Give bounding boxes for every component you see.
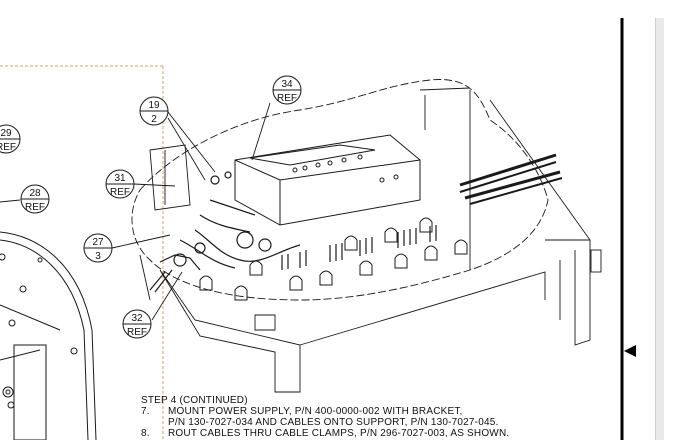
output-cables — [459, 153, 563, 205]
instruction-text: MOUNT POWER SUPPLY, P/N 400-0000-002 WIT… — [168, 406, 463, 417]
instruction-line-7: 7. MOUNT POWER SUPPLY, P/N 400-0000-002 W… — [141, 406, 463, 417]
instruction-text: ROUT CABLES THRU CABLE CLAMPS, P/N 296-7… — [168, 428, 510, 439]
balloon-19-num: 19 — [148, 100, 160, 111]
balloon-29-sub: REF — [0, 142, 16, 153]
instruction-text: P/N 130-7027-034 AND CABLES ONTO SUPPORT… — [168, 417, 499, 428]
balloon-31-num: 31 — [114, 173, 126, 184]
balloon-34-num: 34 — [281, 79, 293, 90]
balloon-28-num: 28 — [29, 188, 41, 199]
triangle-left-icon — [624, 345, 636, 357]
instruction-line-7b: P/N 130-7027-034 AND CABLES ONTO SUPPORT… — [141, 417, 498, 428]
instruction-number: 8. — [141, 428, 150, 439]
balloon-27 — [83, 233, 113, 263]
balloon-28-sub: REF — [25, 202, 45, 213]
balloon-27-num: 27 — [92, 237, 104, 248]
balloon-19-sub: 2 — [151, 114, 157, 125]
balloon-28 — [20, 184, 50, 214]
balloon-31-sub: REF — [110, 187, 130, 198]
balloon-32-num: 32 — [131, 313, 143, 324]
balloon-27-sub: 3 — [95, 251, 101, 262]
balloon-29-num: 29 — [0, 128, 12, 139]
power-supply — [234, 134, 421, 226]
balloon-32-sub: REF — [127, 327, 147, 338]
balloon-29 — [0, 124, 21, 154]
assembly-outline — [131, 79, 602, 393]
balloon-31 — [105, 169, 135, 199]
wire-harness — [149, 171, 437, 293]
instruction-number: 7. — [141, 406, 150, 417]
leader-lines — [0, 102, 271, 321]
balloon-34 — [272, 75, 302, 105]
balloon-19 — [139, 96, 169, 126]
cable-clamps — [199, 217, 468, 301]
balloon-34-sub: REF — [277, 93, 297, 104]
step-heading: STEP 4 (CONTINUED) — [141, 395, 248, 406]
vertical-scrollbar[interactable] — [655, 18, 664, 440]
balloon-32 — [122, 309, 152, 339]
left-detail-view — [0, 231, 97, 441]
callout-balloons — [0, 75, 302, 339]
callout-labels: 34 REF 19 2 29 REF 31 REF 28 REF 27 3 32… — [0, 79, 297, 338]
instruction-line-8: 8. ROUT CABLES THRU CABLE CLAMPS, P/N 296… — [141, 428, 509, 439]
detail-frame — [0, 65, 164, 440]
